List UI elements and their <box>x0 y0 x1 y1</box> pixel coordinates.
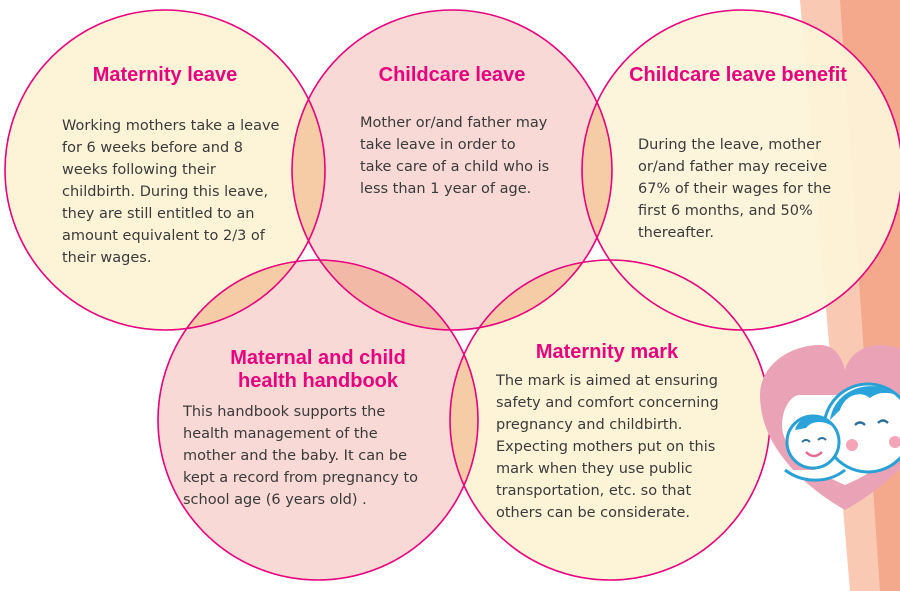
circle-title-maternal-child-handbook: Maternal and child health handbook <box>230 347 406 392</box>
circle-text-childcare-leave-benefit: During the leave, mother or/and father m… <box>638 137 832 241</box>
circle-outline-maternity-leave <box>4 9 326 331</box>
mother-cheek-icon-2 <box>889 436 900 448</box>
circle-fill-maternity-mark <box>450 260 770 580</box>
maternity-mark-logo <box>760 345 900 510</box>
mother-eyes-icon <box>854 419 889 426</box>
circle-text-childcare-leave: Mother or/and father may take leave in o… <box>360 115 550 197</box>
baby-smile-icon <box>805 451 823 458</box>
circle-outline-childcare-leave <box>291 9 613 331</box>
baby-arm-icon <box>784 468 846 482</box>
circle-text-maternal-child-handbook: This handbook supports the health manage… <box>183 404 419 508</box>
mother-cheek-icon <box>846 439 858 451</box>
circle-text-maternity-leave: Working mothers take a leave for 6 weeks… <box>62 118 280 266</box>
circle-text-maternity-mark: The mark is aimed at ensuring safety and… <box>496 373 719 521</box>
circle-outline-maternal-child-handbook <box>157 259 479 581</box>
baby-eyes-icon <box>801 437 827 443</box>
circle-fill-maternity-leave <box>5 10 325 330</box>
circle-title-maternity-leave: Maternity leave <box>92 64 238 86</box>
circle-title-childcare-leave: Childcare leave <box>378 64 526 86</box>
circle-fill-childcare-leave <box>292 10 612 330</box>
circle-fill-maternal-child-handbook <box>158 260 478 580</box>
circle-title-maternity-mark: Maternity mark <box>535 341 679 363</box>
circle-fill-childcare-leave-benefit <box>582 10 900 330</box>
mother-hair-icon <box>830 386 900 420</box>
circle-title-childcare-leave-benefit: Childcare leave benefit <box>629 64 847 86</box>
baby-hair-icon <box>795 415 835 430</box>
